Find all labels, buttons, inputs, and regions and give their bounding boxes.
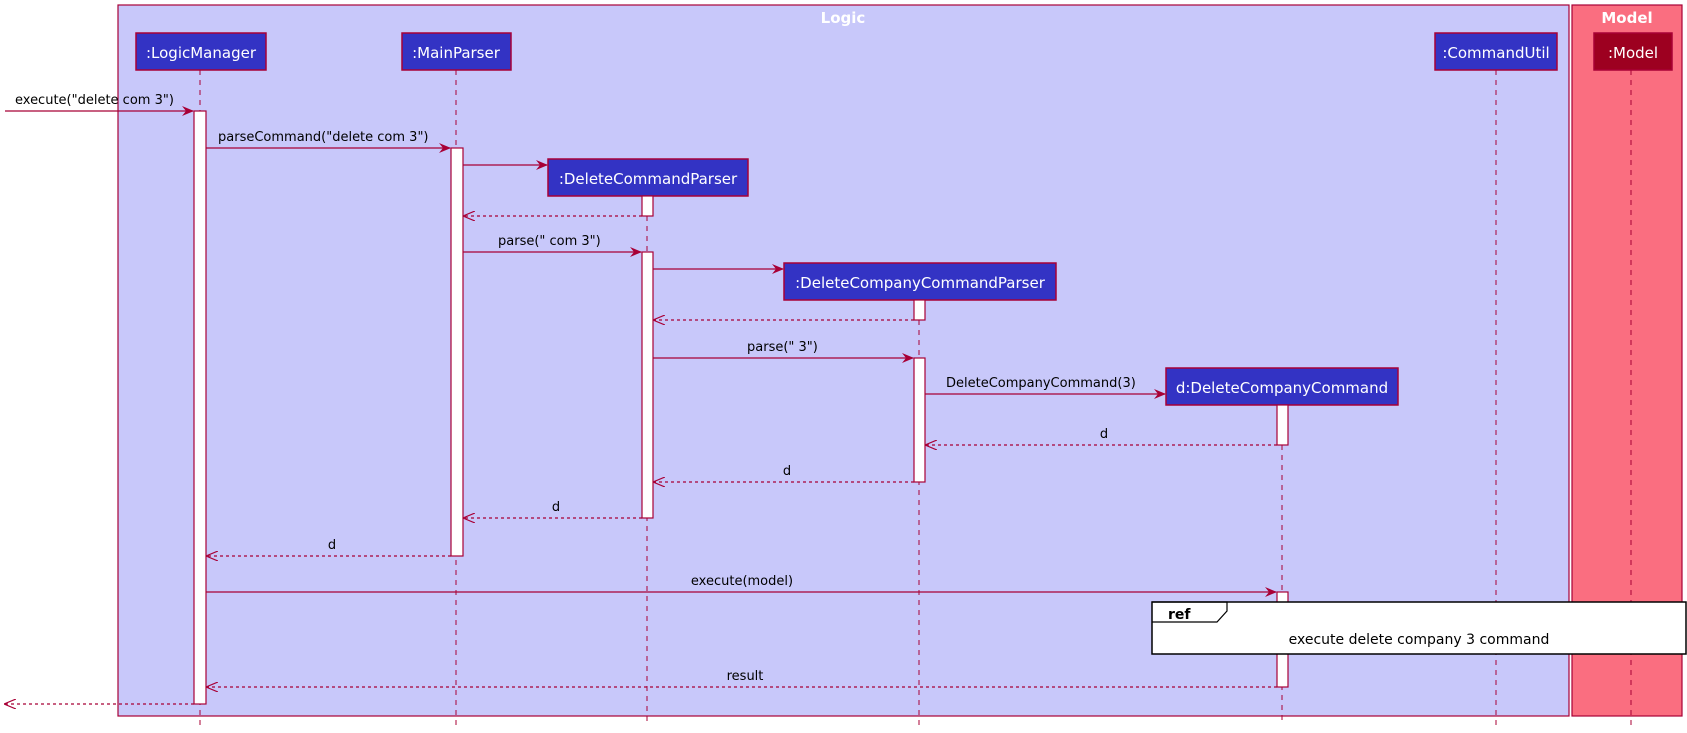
ref-frame: ref execute delete company 3 command: [1151, 601, 1687, 655]
label-result: result: [727, 669, 764, 684]
label-execute-delete: execute("delete com 3"): [15, 93, 174, 108]
label-parse-3: parse(" 3"): [747, 340, 818, 355]
label-parse-command: parseCommand("delete com 3"): [218, 130, 429, 145]
participant-logic-manager-label: :LogicManager: [146, 44, 257, 62]
ref-text: execute delete company 3 command: [1289, 632, 1550, 648]
label-return-d1: d: [1100, 427, 1108, 442]
participant-main-parser-label: :MainParser: [412, 44, 501, 62]
participant-delete-company-command-label: d:DeleteCompanyCommand: [1176, 379, 1388, 397]
participant-logic-manager: :LogicManager: [135, 32, 267, 71]
logic-box: [117, 4, 1570, 717]
activation-logic-manager: [193, 110, 207, 705]
label-return-d4: d: [328, 538, 336, 553]
activation-delete-command-parser-2: [641, 251, 654, 519]
activation-delete-company-command-parser-2: [913, 357, 926, 483]
participant-delete-command-parser-label: :DeleteCommandParser: [559, 170, 738, 188]
model-box: [1571, 4, 1683, 717]
label-return-d3: d: [552, 500, 560, 515]
label-construct-command: DeleteCompanyCommand(3): [946, 376, 1136, 391]
participant-delete-command-parser: :DeleteCommandParser: [547, 158, 749, 197]
participant-main-parser: :MainParser: [401, 32, 512, 71]
participant-model-label: :Model: [1608, 44, 1658, 62]
participant-command-util-label: :CommandUtil: [1442, 44, 1549, 62]
label-return-d2: d: [783, 464, 791, 479]
activation-delete-company-command-1: [1276, 404, 1289, 446]
participant-delete-company-command-parser-label: :DeleteCompanyCommandParser: [795, 274, 1046, 292]
messages: [5, 106, 1277, 704]
ref-keyword: ref: [1168, 607, 1191, 623]
participant-model: :Model: [1593, 32, 1673, 71]
activation-main-parser: [450, 147, 464, 557]
logic-box-title: Logic: [821, 9, 866, 27]
participant-delete-company-command: d:DeleteCompanyCommand: [1165, 367, 1399, 406]
label-execute-model: execute(model): [691, 574, 793, 589]
activation-delete-command-parser-1: [641, 195, 654, 217]
model-box-title: Model: [1601, 9, 1652, 27]
label-parse-com: parse(" com 3"): [498, 234, 601, 249]
participant-command-util: :CommandUtil: [1434, 32, 1558, 71]
activation-delete-company-command-parser-1: [913, 299, 926, 321]
activations: [193, 110, 1289, 705]
participant-delete-company-command-parser: :DeleteCompanyCommandParser: [783, 262, 1057, 301]
